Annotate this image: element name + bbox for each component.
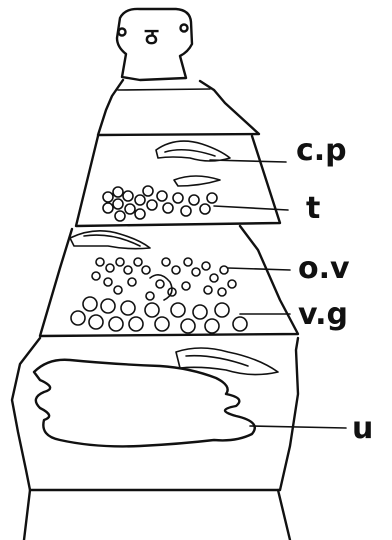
testes-cluster: [103, 186, 217, 221]
uterus-outline: [34, 360, 255, 447]
label-vg: v.g: [298, 297, 348, 332]
scolex: ठ: [117, 9, 192, 80]
label-ov: o.v: [298, 251, 350, 286]
segment-3: [12, 338, 298, 490]
ovary-cluster: [92, 258, 236, 300]
label-cp: c.p: [296, 133, 347, 168]
leader-u: [250, 426, 346, 428]
scolex-mark: ठ: [144, 25, 159, 50]
leader-cp: [210, 160, 286, 162]
neck-segment: [98, 80, 259, 135]
leader-ov: [228, 268, 290, 270]
label-t: t: [306, 191, 320, 226]
segment-2: [40, 226, 298, 336]
vitelline-gland-cluster: [71, 297, 247, 333]
segment-1: [76, 136, 280, 226]
leader-t: [214, 206, 288, 210]
lower-segment: [24, 490, 290, 540]
label-u: u: [352, 411, 373, 446]
labels: c.p t o.v v.g u: [296, 133, 373, 446]
